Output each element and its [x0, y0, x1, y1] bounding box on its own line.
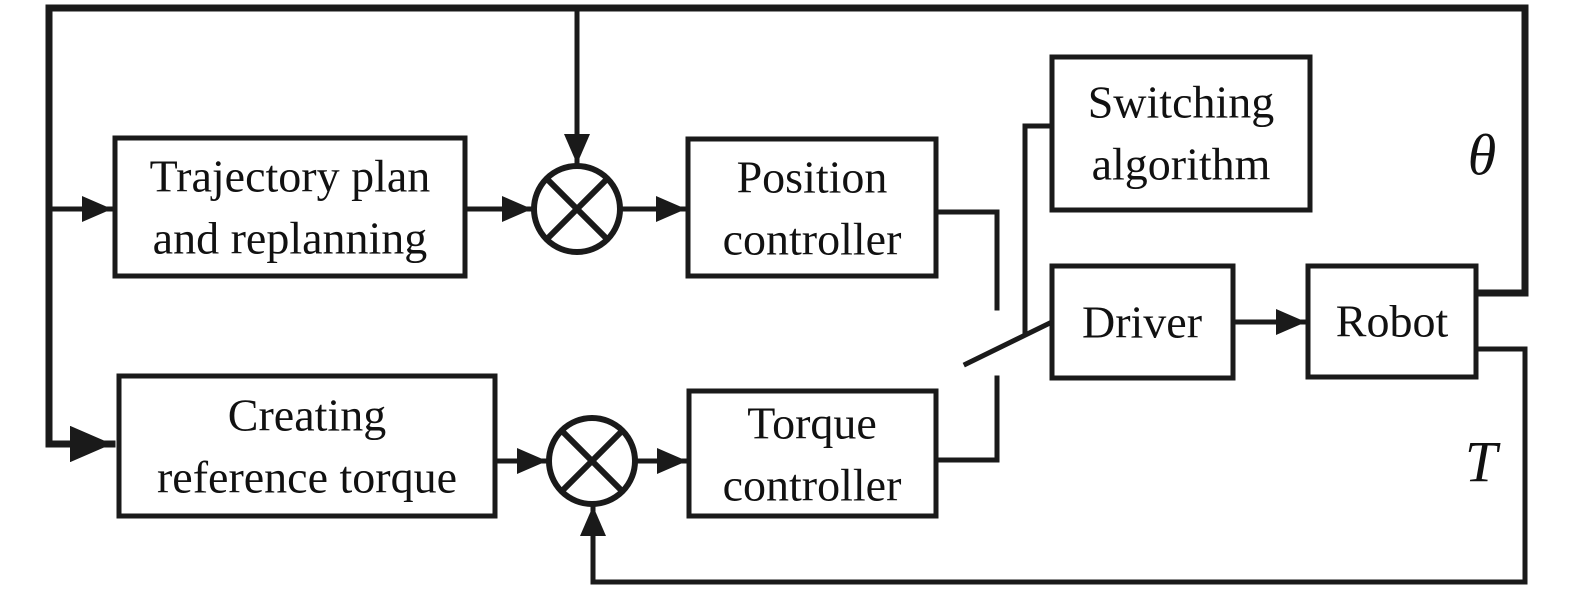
position-controller-box: [685, 136, 939, 279]
driver-label: Driver: [1082, 297, 1202, 348]
torque-feedback-line: [580, 346, 1528, 585]
feedback-lines: [45, 4, 1529, 585]
switching-label-line1: Switching: [1088, 77, 1275, 128]
trajectory-label-line1: Trajectory plan: [150, 151, 431, 202]
torque-signal-label: T: [1465, 430, 1501, 495]
position-label-line1: Position: [737, 152, 888, 203]
torque-summing-junction: [546, 415, 638, 507]
torque-output-line: [933, 375, 1000, 463]
creating-label-line2: reference torque: [157, 452, 457, 503]
switching-label-line2: algorithm: [1092, 139, 1271, 190]
creating-label-line1: Creating: [228, 390, 386, 441]
switching-control-line: [1022, 123, 1055, 337]
robot-label: Robot: [1336, 296, 1449, 347]
position-sum-cross-2: [544, 176, 610, 242]
trajectory-label-line2: and replanning: [153, 213, 428, 264]
theta-feedback-line: [45, 4, 1529, 463]
switching-algorithm-box: [1049, 54, 1313, 213]
blocks: Trajectory plan and replanning Position …: [112, 54, 1479, 519]
robot-box: [1305, 263, 1479, 380]
creating-reference-torque-box: [116, 373, 498, 519]
torque-controller-box: [686, 388, 939, 519]
torque-sum-cross-2: [559, 428, 625, 494]
switch-arm: [962, 318, 1056, 368]
position-output-line: [933, 209, 1000, 311]
position-summing-junction: [531, 163, 623, 255]
position-label-line2: controller: [723, 214, 902, 265]
driver-box: [1049, 263, 1236, 381]
trajectory-box: [112, 135, 468, 279]
torque-label-line1: Torque: [747, 398, 877, 449]
torque-label-line2: controller: [723, 460, 902, 511]
forward-lines: [462, 123, 1309, 475]
theta-signal-label: θ: [1468, 123, 1497, 188]
